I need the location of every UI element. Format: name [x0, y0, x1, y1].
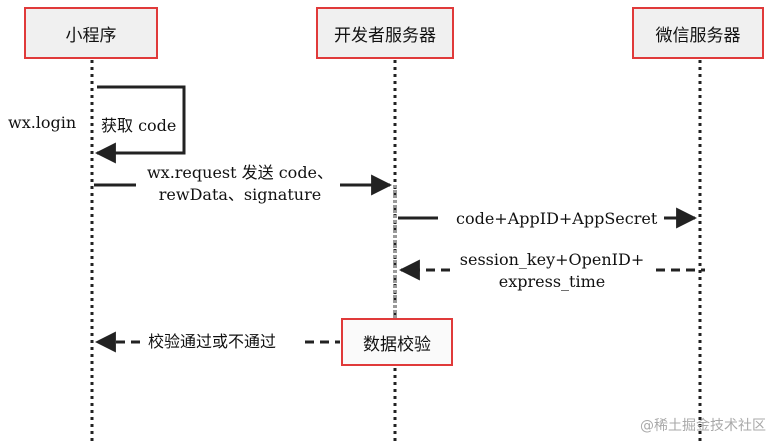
get-code-label: 获取 code: [101, 116, 177, 135]
actor-dev-server-label: 开发者服务器: [334, 25, 436, 46]
data-verify-box: 数据校验: [341, 318, 453, 366]
actor-dev-server: 开发者服务器: [316, 7, 454, 59]
request-label-line1: wx.request 发送 code、: [146, 163, 334, 182]
actor-miniprogram: 小程序: [24, 7, 158, 59]
session-label: session_key+OpenID+ express_time: [452, 249, 652, 293]
code-appid-label: code+AppID+AppSecret: [456, 209, 658, 228]
actor-wechat-server: 微信服务器: [632, 7, 764, 59]
session-label-line1: session_key+OpenID+: [459, 250, 645, 269]
actor-miniprogram-label: 小程序: [65, 25, 117, 46]
data-verify-label: 数据校验: [363, 334, 431, 355]
watermark-text: @稀土掘金技术社区: [640, 418, 766, 434]
request-label: wx.request 发送 code、 rewData、signature: [140, 162, 340, 206]
verify-result-label: 校验通过或不通过: [148, 332, 277, 351]
session-label-line2: express_time: [498, 272, 606, 291]
self-call-arrow: [94, 85, 186, 164]
wx-login-label: wx.login: [8, 113, 77, 132]
actor-wechat-server-label: 微信服务器: [655, 25, 741, 46]
request-label-line2: rewData、signature: [158, 185, 322, 204]
watermark: @稀土掘金技术社区: [640, 415, 766, 435]
